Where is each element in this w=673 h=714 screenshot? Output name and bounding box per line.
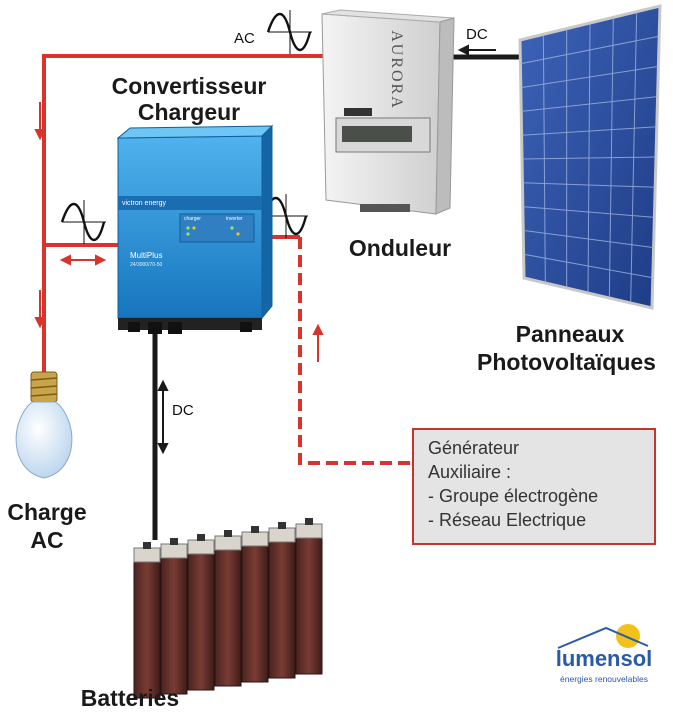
dc-wiring [152,54,524,540]
logo-tagline: énergies renouvelables [560,674,648,684]
ac-flow-arrows [34,102,324,362]
sine-wave-icon [60,200,106,244]
load-label-line2: AC [30,527,64,553]
converter-inverter-text: inverter [226,216,243,222]
panels-label-line1: Panneaux [515,321,625,347]
light-bulb-icon [15,371,73,479]
lumensol-logo: lumensol énergies renouvelables [556,624,653,684]
inverter-device: AURORA [321,9,455,215]
auxiliary-generator-box: Générateur Auxiliaire : - Groupe électro… [412,428,656,545]
converter-title-line1: Convertisseur [111,73,267,99]
aux-dashed-wire [298,237,412,465]
dc-top-label: DC [466,26,488,43]
ac-label: AC [234,30,255,47]
converter-model-sub: 24/3000/70-50 [130,262,162,268]
converter-brand: victron energy [122,200,166,207]
dc-battery-label: DC [172,402,194,419]
aux-line-2: Auxiliaire : [428,462,512,482]
battery-bank [133,518,323,699]
sine-wave-icon [266,10,312,54]
inverter-label: Onduleur [348,235,452,261]
dc-top-arrow [457,44,496,56]
converter-charger-device: victron energy MultiPlus 24/3000/70-50 c… [116,124,274,334]
aux-line-3: - Groupe électrogène [428,486,599,506]
logo-name: lumensol [556,646,653,671]
ac-wiring [42,54,330,372]
batteries-label: Batteries [80,685,180,711]
inverter-brand: AURORA [388,30,405,110]
converter-model: MultiPlus [130,251,162,260]
converter-title-line2: Chargeur [137,99,241,125]
load-label-line1: Charge [7,499,87,525]
solar-panel [518,4,662,310]
dc-battery-arrow [157,379,169,455]
aux-line-1: Générateur [428,438,520,458]
panels-label-line2: Photovoltaïques [477,349,656,375]
converter-charger-text: charger [184,216,201,222]
aux-line-4: - Réseau Electrique [428,510,587,530]
